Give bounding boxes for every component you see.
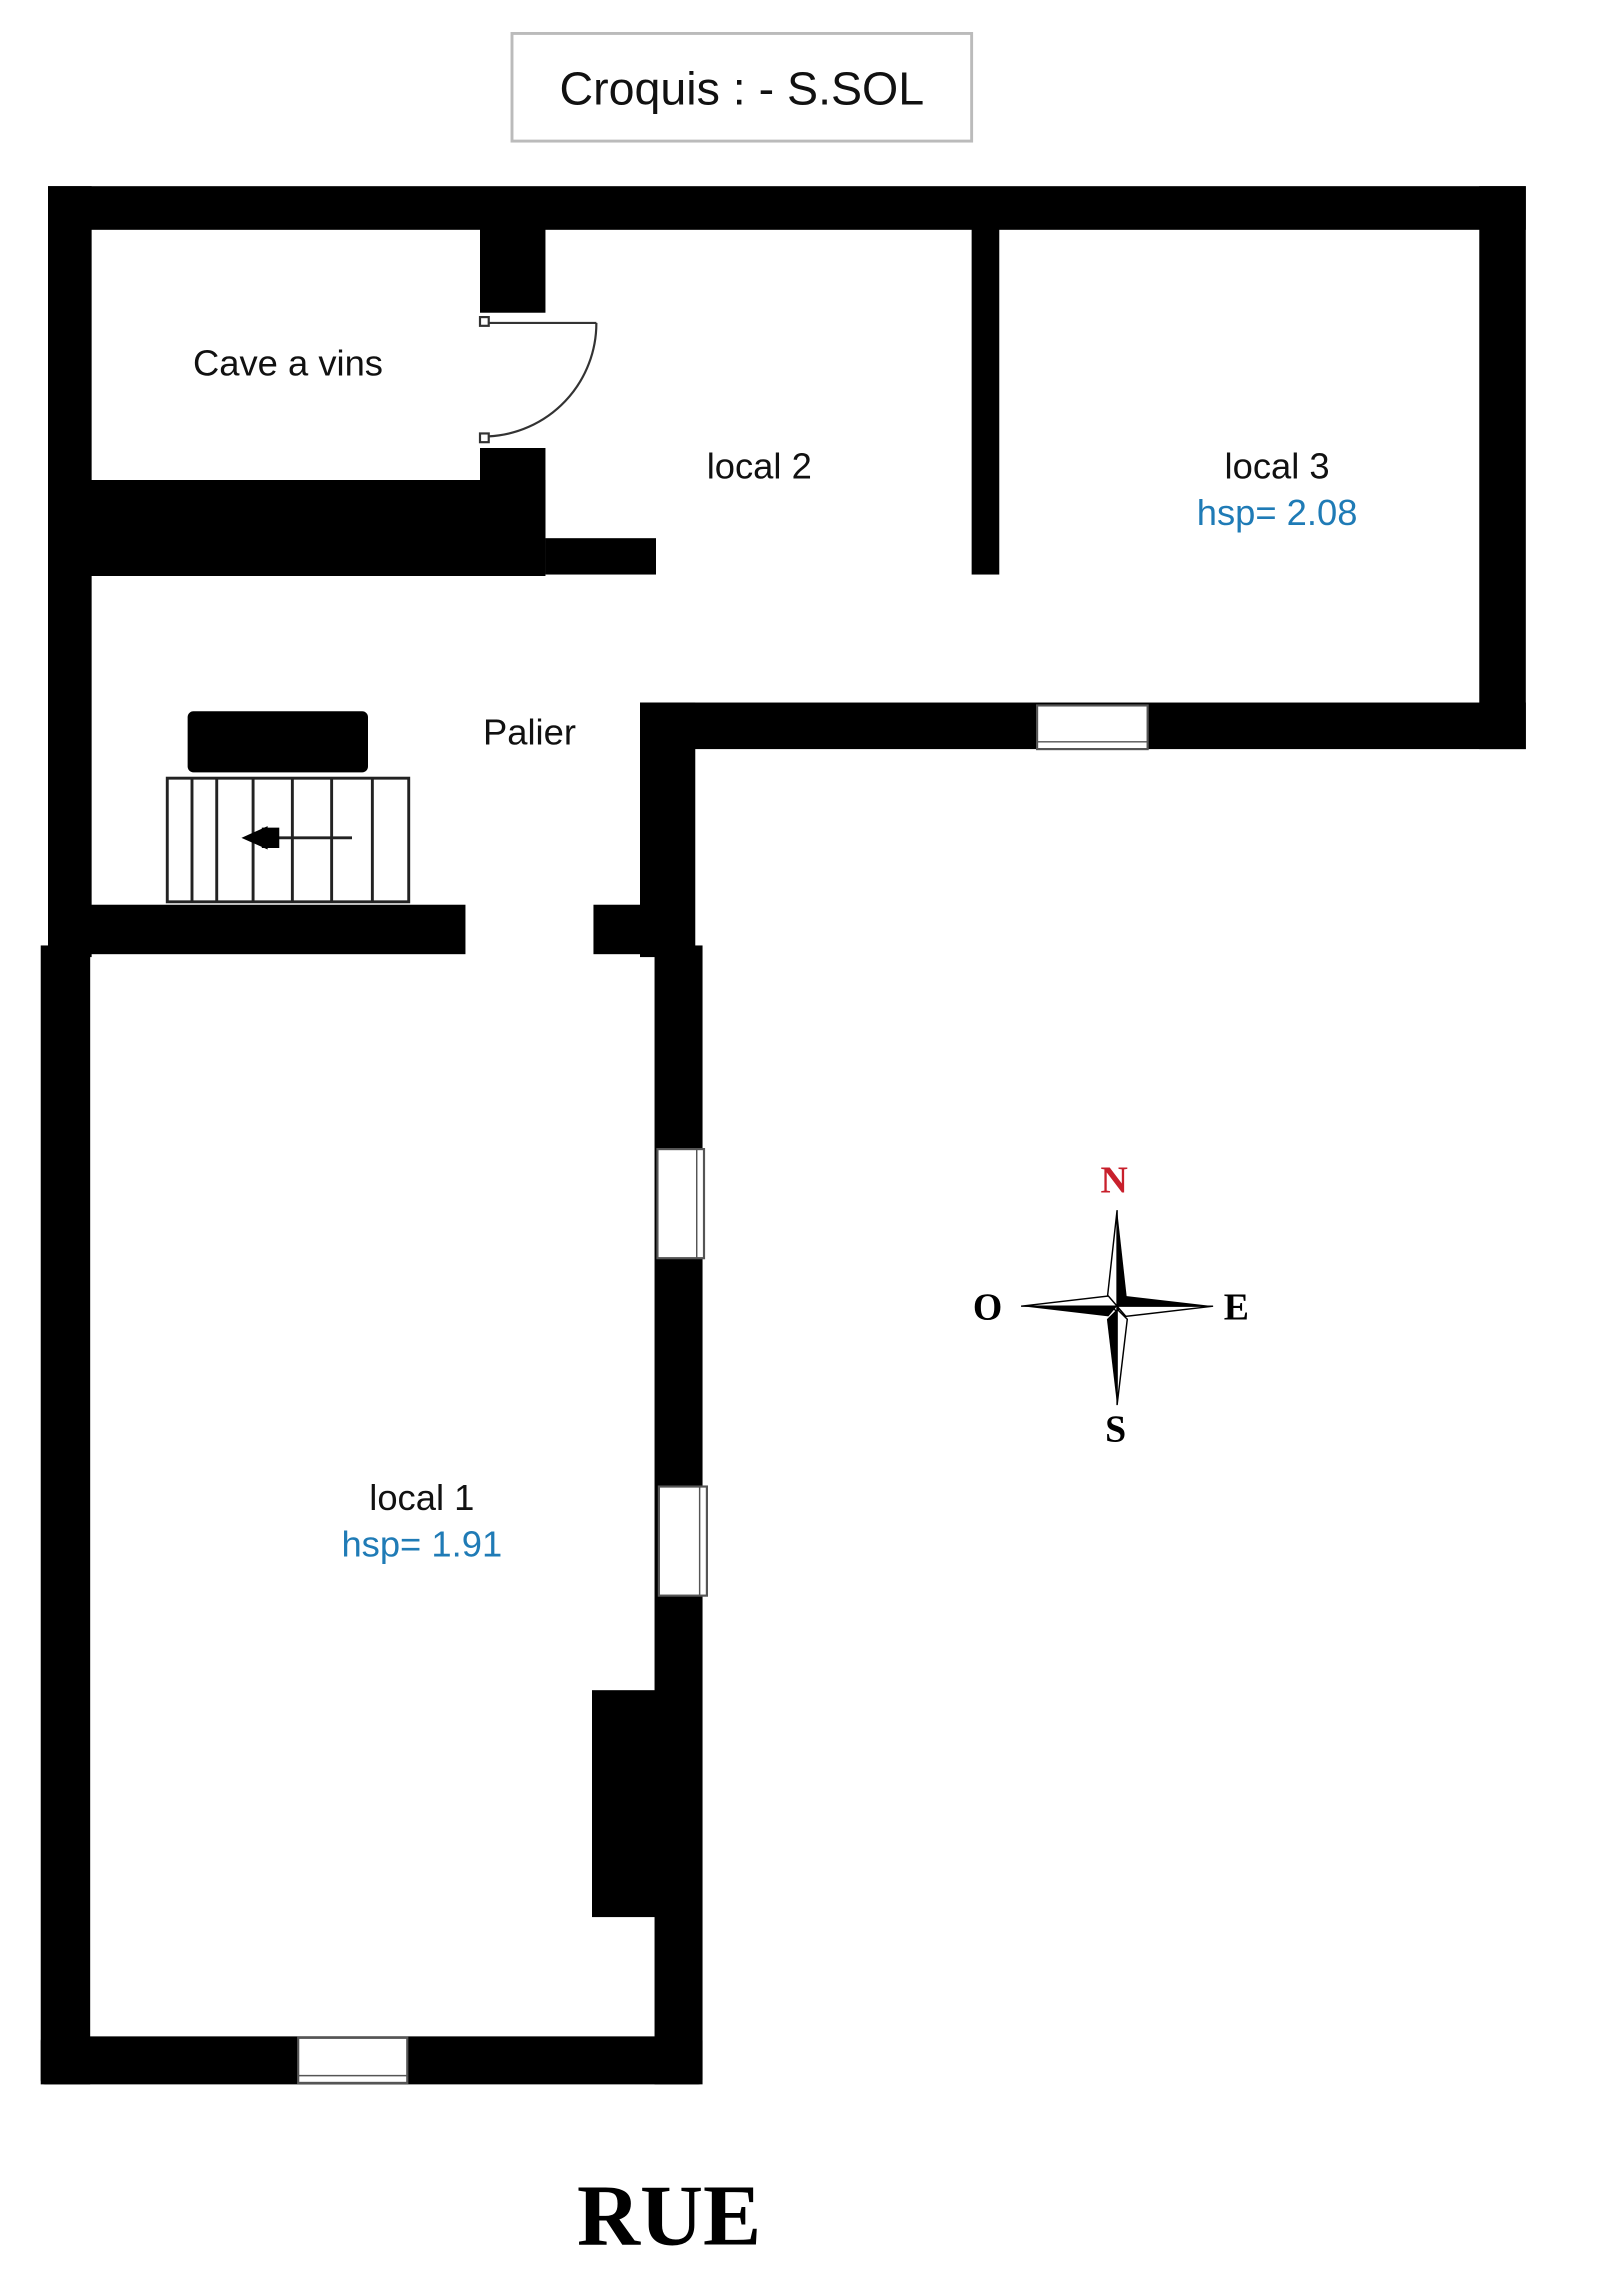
partition-local2-local3: [971, 228, 1000, 575]
window-local1-lower: [657, 1485, 708, 1597]
door-cave[interactable]: [478, 316, 598, 444]
cave-south-extension: [545, 538, 656, 575]
room-label-palier: Palier: [483, 712, 576, 753]
room-hsp-local3: hsp= 2.08: [1197, 492, 1358, 533]
stair-direction-arrow-icon: [241, 826, 352, 850]
compass-east: E: [1224, 1286, 1249, 1328]
palier-wall-stub: [593, 904, 655, 955]
west-wall-upper: [48, 186, 92, 958]
cave-wall-lower: [480, 448, 546, 539]
west-wall-lower: [40, 945, 91, 2085]
room-hsp-local1: hsp= 1.91: [341, 1523, 502, 1564]
chimney-block: [592, 1690, 658, 1918]
compass-rose-icon: N O E S: [973, 1160, 1249, 1451]
compass-south: S: [1105, 1408, 1126, 1450]
window-street: [297, 2036, 409, 2084]
palier-south-wall: [90, 904, 466, 955]
cave-south-block: [90, 480, 546, 576]
window-local1-upper: [656, 1148, 706, 1260]
north-wall: [48, 186, 1526, 230]
compass-north: N: [1101, 1160, 1128, 1202]
compass-west: O: [973, 1286, 1002, 1328]
plan-title: Croquis : - S.SOL: [560, 63, 925, 115]
title-box: Croquis : - S.SOL: [510, 32, 974, 143]
window-local3: [1036, 704, 1149, 751]
east-wall: [1479, 186, 1526, 750]
room-label-local3: local 3: [1225, 446, 1330, 487]
staircase: [165, 711, 411, 904]
cave-wall-upper: [480, 228, 546, 313]
room-label-cave: Cave a vins: [193, 342, 383, 383]
room-label-local1: local 1: [369, 1477, 474, 1518]
street-label: RUE: [577, 2166, 761, 2263]
room-label-local2: local 2: [707, 446, 812, 487]
windows: [297, 704, 1149, 2084]
